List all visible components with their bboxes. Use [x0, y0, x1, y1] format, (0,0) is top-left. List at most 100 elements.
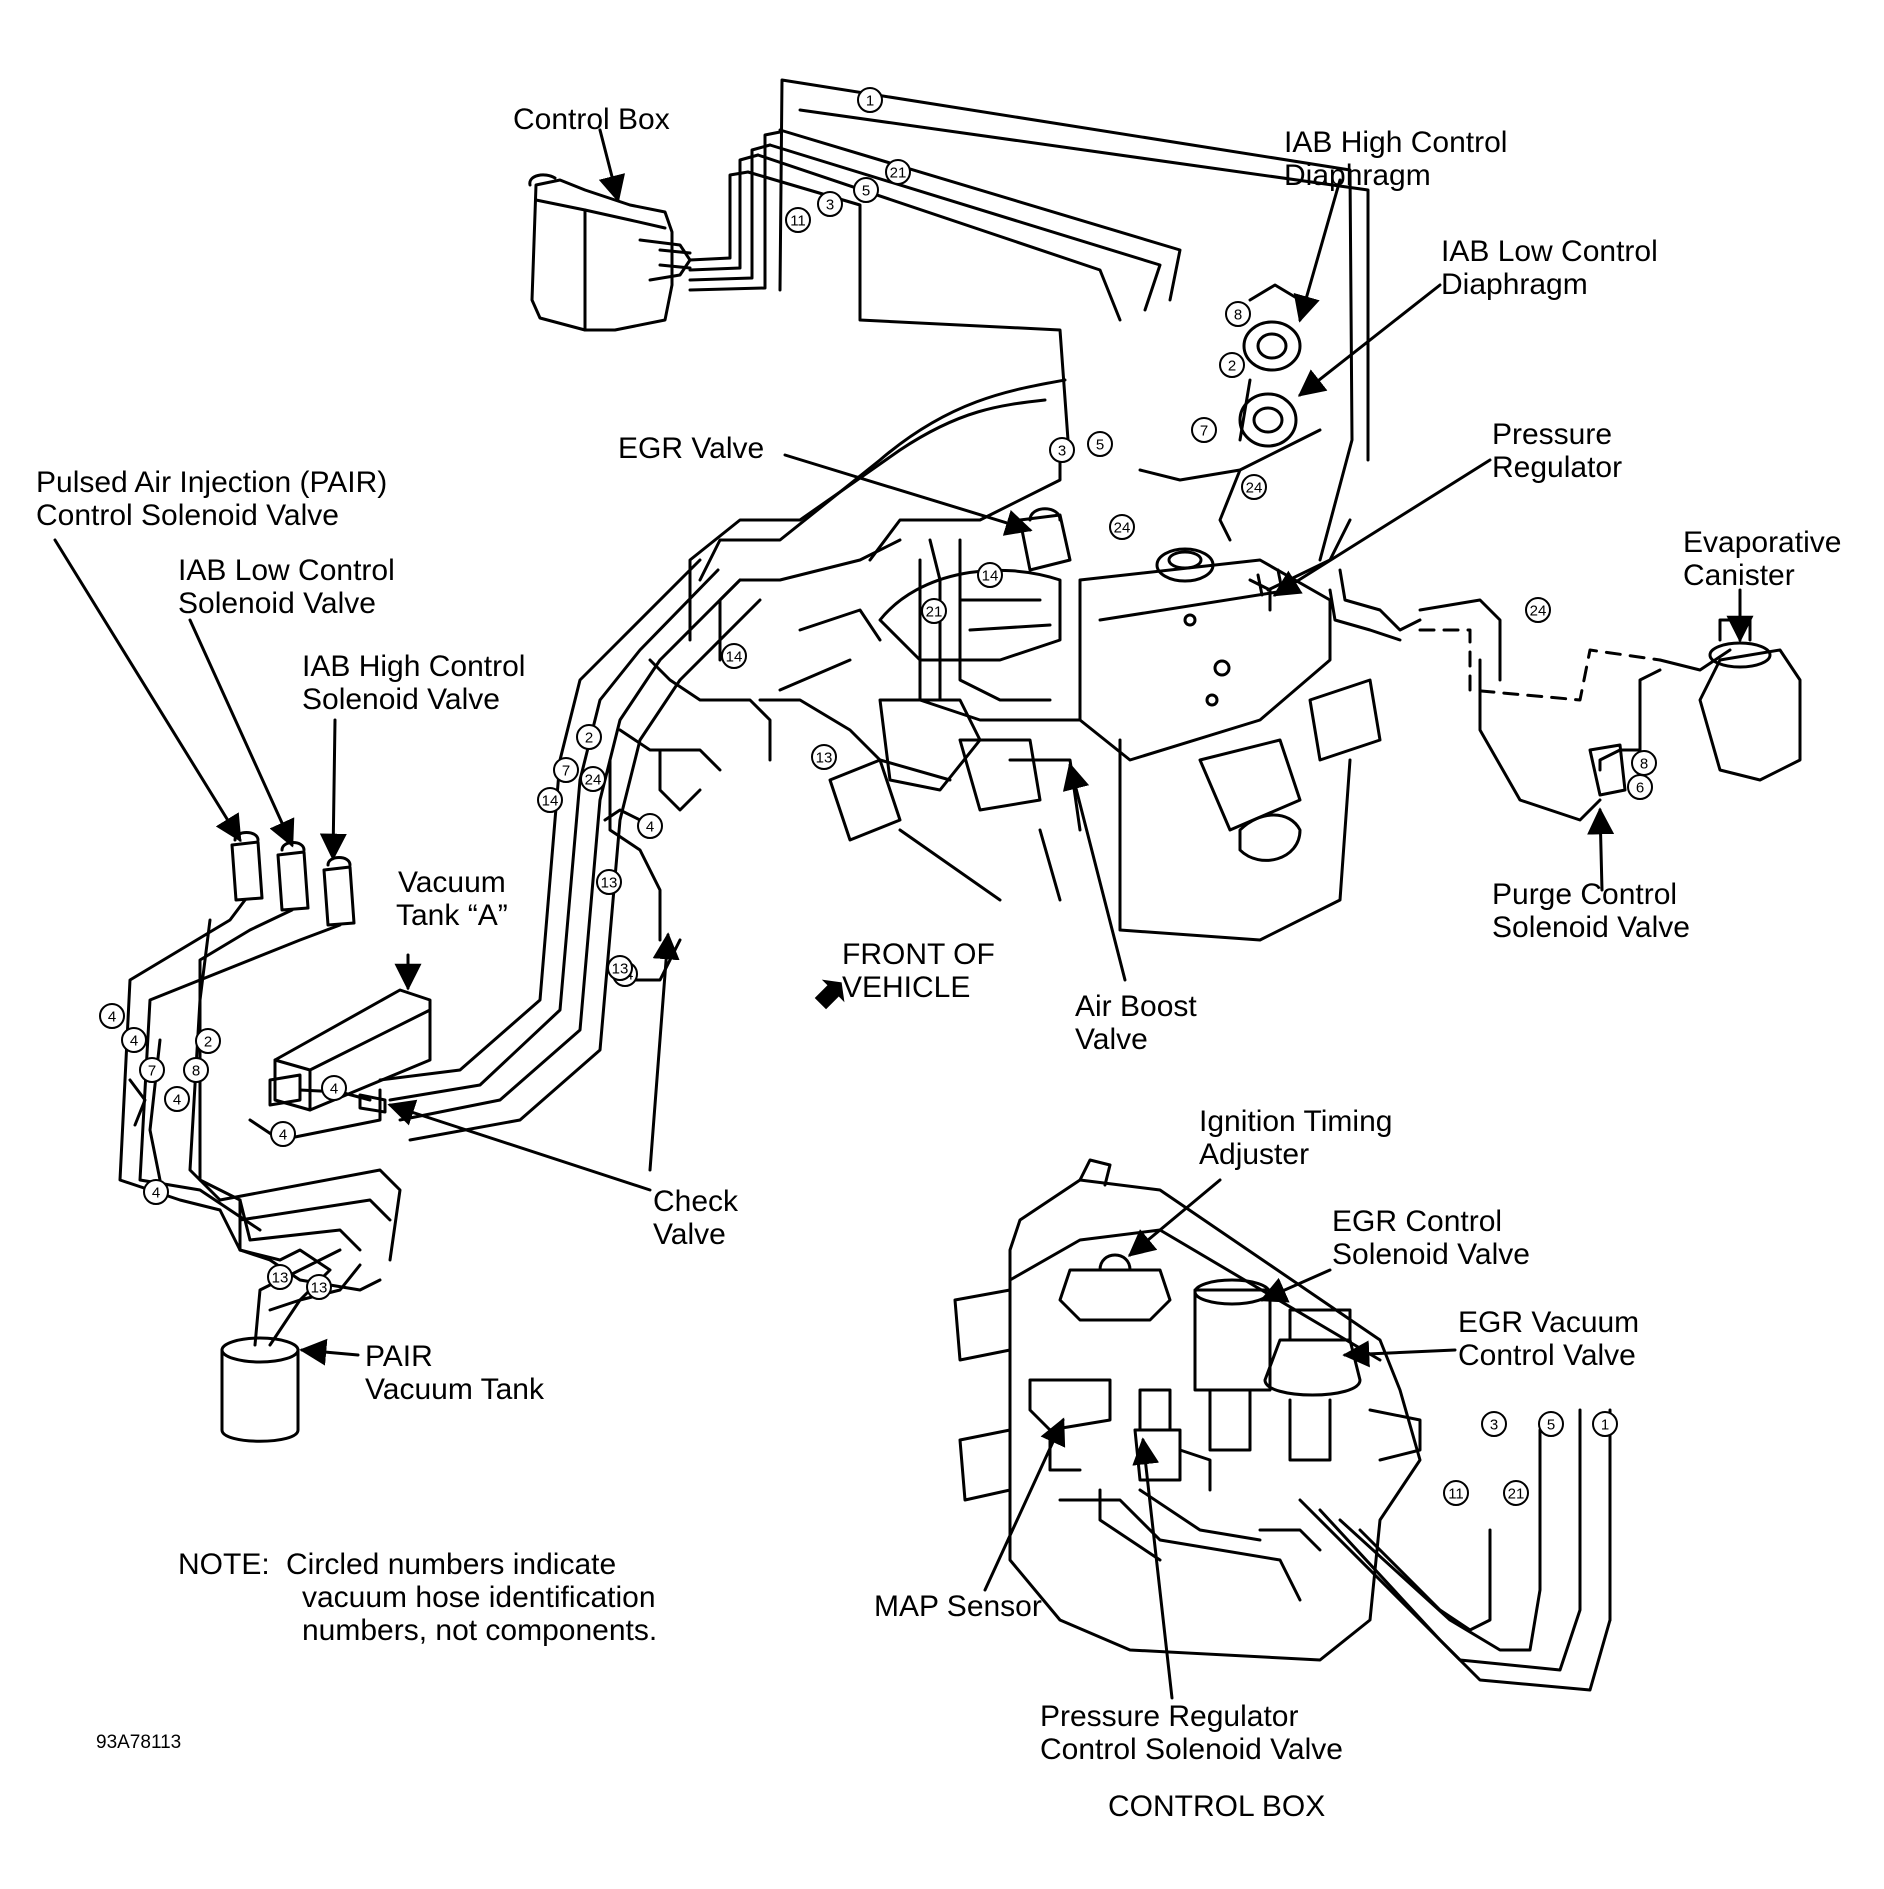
hose-number-circle: 5	[853, 177, 879, 203]
hose-number-circle: 24	[1109, 514, 1135, 540]
note-block: NOTE: Circled numbers indicate vacuum ho…	[178, 1548, 657, 1647]
hose-number-label: 24	[1114, 520, 1131, 537]
hose-number-label: 6	[1636, 780, 1644, 797]
label-map-sensor: MAP Sensor	[874, 1590, 1042, 1623]
top-hose-bundle	[688, 78, 1370, 562]
hose-number-label: 21	[926, 604, 943, 621]
hose-number-label: 14	[982, 568, 999, 585]
hose-number-label: 24	[585, 772, 602, 789]
label-pair-solenoid: Pulsed Air Injection (PAIR)Control Solen…	[36, 466, 388, 532]
hose-number-label: 13	[816, 750, 833, 767]
hose-number-circle: 13	[306, 1274, 332, 1300]
hose-number-label: 5	[1096, 437, 1104, 454]
hose-number-label: 1	[866, 93, 874, 110]
hose-number-circle: 13	[267, 1264, 293, 1290]
hose-number-circle: 11	[785, 207, 811, 233]
hose-number-circle: 14	[721, 643, 747, 669]
hose-number-label: 7	[562, 763, 570, 780]
hose-number-label: 4	[646, 819, 654, 836]
hose-number-circle: 13	[596, 869, 622, 895]
hose-number-circle: 8	[1225, 301, 1251, 327]
hose-number-circle: 4	[321, 1075, 347, 1101]
hose-number-circle: 1	[1592, 1411, 1618, 1437]
hose-number-label: 7	[148, 1063, 156, 1080]
hose-number-group: 1215311827243524142114242468271413413141…	[99, 87, 1657, 1506]
control-box-bottom-drawing	[953, 1158, 1612, 1692]
hose-number-label: 4	[173, 1092, 181, 1109]
note-line-1: Circled numbers indicate	[286, 1548, 617, 1581]
middle-hose-bundle	[378, 378, 1322, 1142]
front-arrow-icon	[814, 979, 845, 1010]
figure-id: 93A78113	[96, 1732, 182, 1753]
hose-number-label: 2	[585, 730, 593, 747]
hose-number-label: 11	[790, 213, 806, 230]
hose-number-label: 5	[1547, 1417, 1555, 1434]
hose-number-label: 2	[1228, 358, 1236, 375]
hose-number-circle: 24	[580, 766, 606, 792]
hose-number-circle: 13	[811, 744, 837, 770]
hose-number-label: 21	[1508, 1486, 1525, 1503]
hose-number-circle: 1	[857, 87, 883, 113]
note-line-3: numbers, not components.	[302, 1614, 658, 1647]
hose-number-circle: 8	[183, 1057, 209, 1083]
hose-number-circle: 5	[1538, 1411, 1564, 1437]
hose-number-label: 3	[1058, 443, 1066, 460]
hose-number-circle: 11	[1443, 1480, 1469, 1506]
hose-number-circle: 4	[99, 1003, 125, 1029]
hose-number-circle: 14	[537, 787, 563, 813]
hose-number-label: 21	[890, 165, 907, 182]
label-control-box-title: CONTROL BOX	[1108, 1790, 1326, 1823]
note-prefix: NOTE:	[178, 1548, 270, 1581]
hose-number-label: 11	[1448, 1486, 1464, 1503]
hose-number-label: 7	[1200, 423, 1208, 440]
hose-number-circle: 21	[1503, 1480, 1529, 1506]
hose-number-circle: 24	[1525, 597, 1551, 623]
left-hose-bundle	[218, 1168, 402, 1312]
hose-number-circle: 21	[921, 598, 947, 624]
hose-number-label: 24	[1530, 603, 1547, 620]
hose-number-circle: 3	[1049, 437, 1075, 463]
hose-number-label: 13	[612, 961, 629, 978]
hose-number-circle: 2	[576, 724, 602, 750]
hose-number-label: 3	[1490, 1417, 1498, 1434]
engine-drawing	[778, 507, 1382, 942]
hose-number-label: 14	[542, 793, 559, 810]
hose-number-label: 8	[1234, 307, 1242, 324]
hose-number-circle: 6	[1627, 774, 1653, 800]
hose-number-circle: 2	[1219, 352, 1245, 378]
vacuum-tank-a-drawing	[248, 988, 432, 1142]
hose-number-circle: 5	[1087, 431, 1113, 457]
hose-number-label: 3	[826, 197, 834, 214]
hose-number-circle: 7	[1191, 417, 1217, 443]
hose-number-label: 4	[330, 1081, 338, 1098]
hose-number-circle: 4	[143, 1179, 169, 1205]
hose-number-circle: 3	[817, 191, 843, 217]
hose-number-circle: 8	[1631, 750, 1657, 776]
hose-number-label: 2	[204, 1034, 212, 1051]
hose-number-circle: 4	[121, 1027, 147, 1053]
hose-number-label: 1	[1601, 1417, 1609, 1434]
hose-number-label: 5	[862, 183, 870, 200]
hose-number-circle: 3	[1481, 1411, 1507, 1437]
hose-number-label: 13	[311, 1280, 328, 1297]
hose-number-label: 8	[1640, 756, 1648, 773]
hose-number-circle: 4	[637, 813, 663, 839]
control-box-top-drawing	[528, 173, 692, 332]
